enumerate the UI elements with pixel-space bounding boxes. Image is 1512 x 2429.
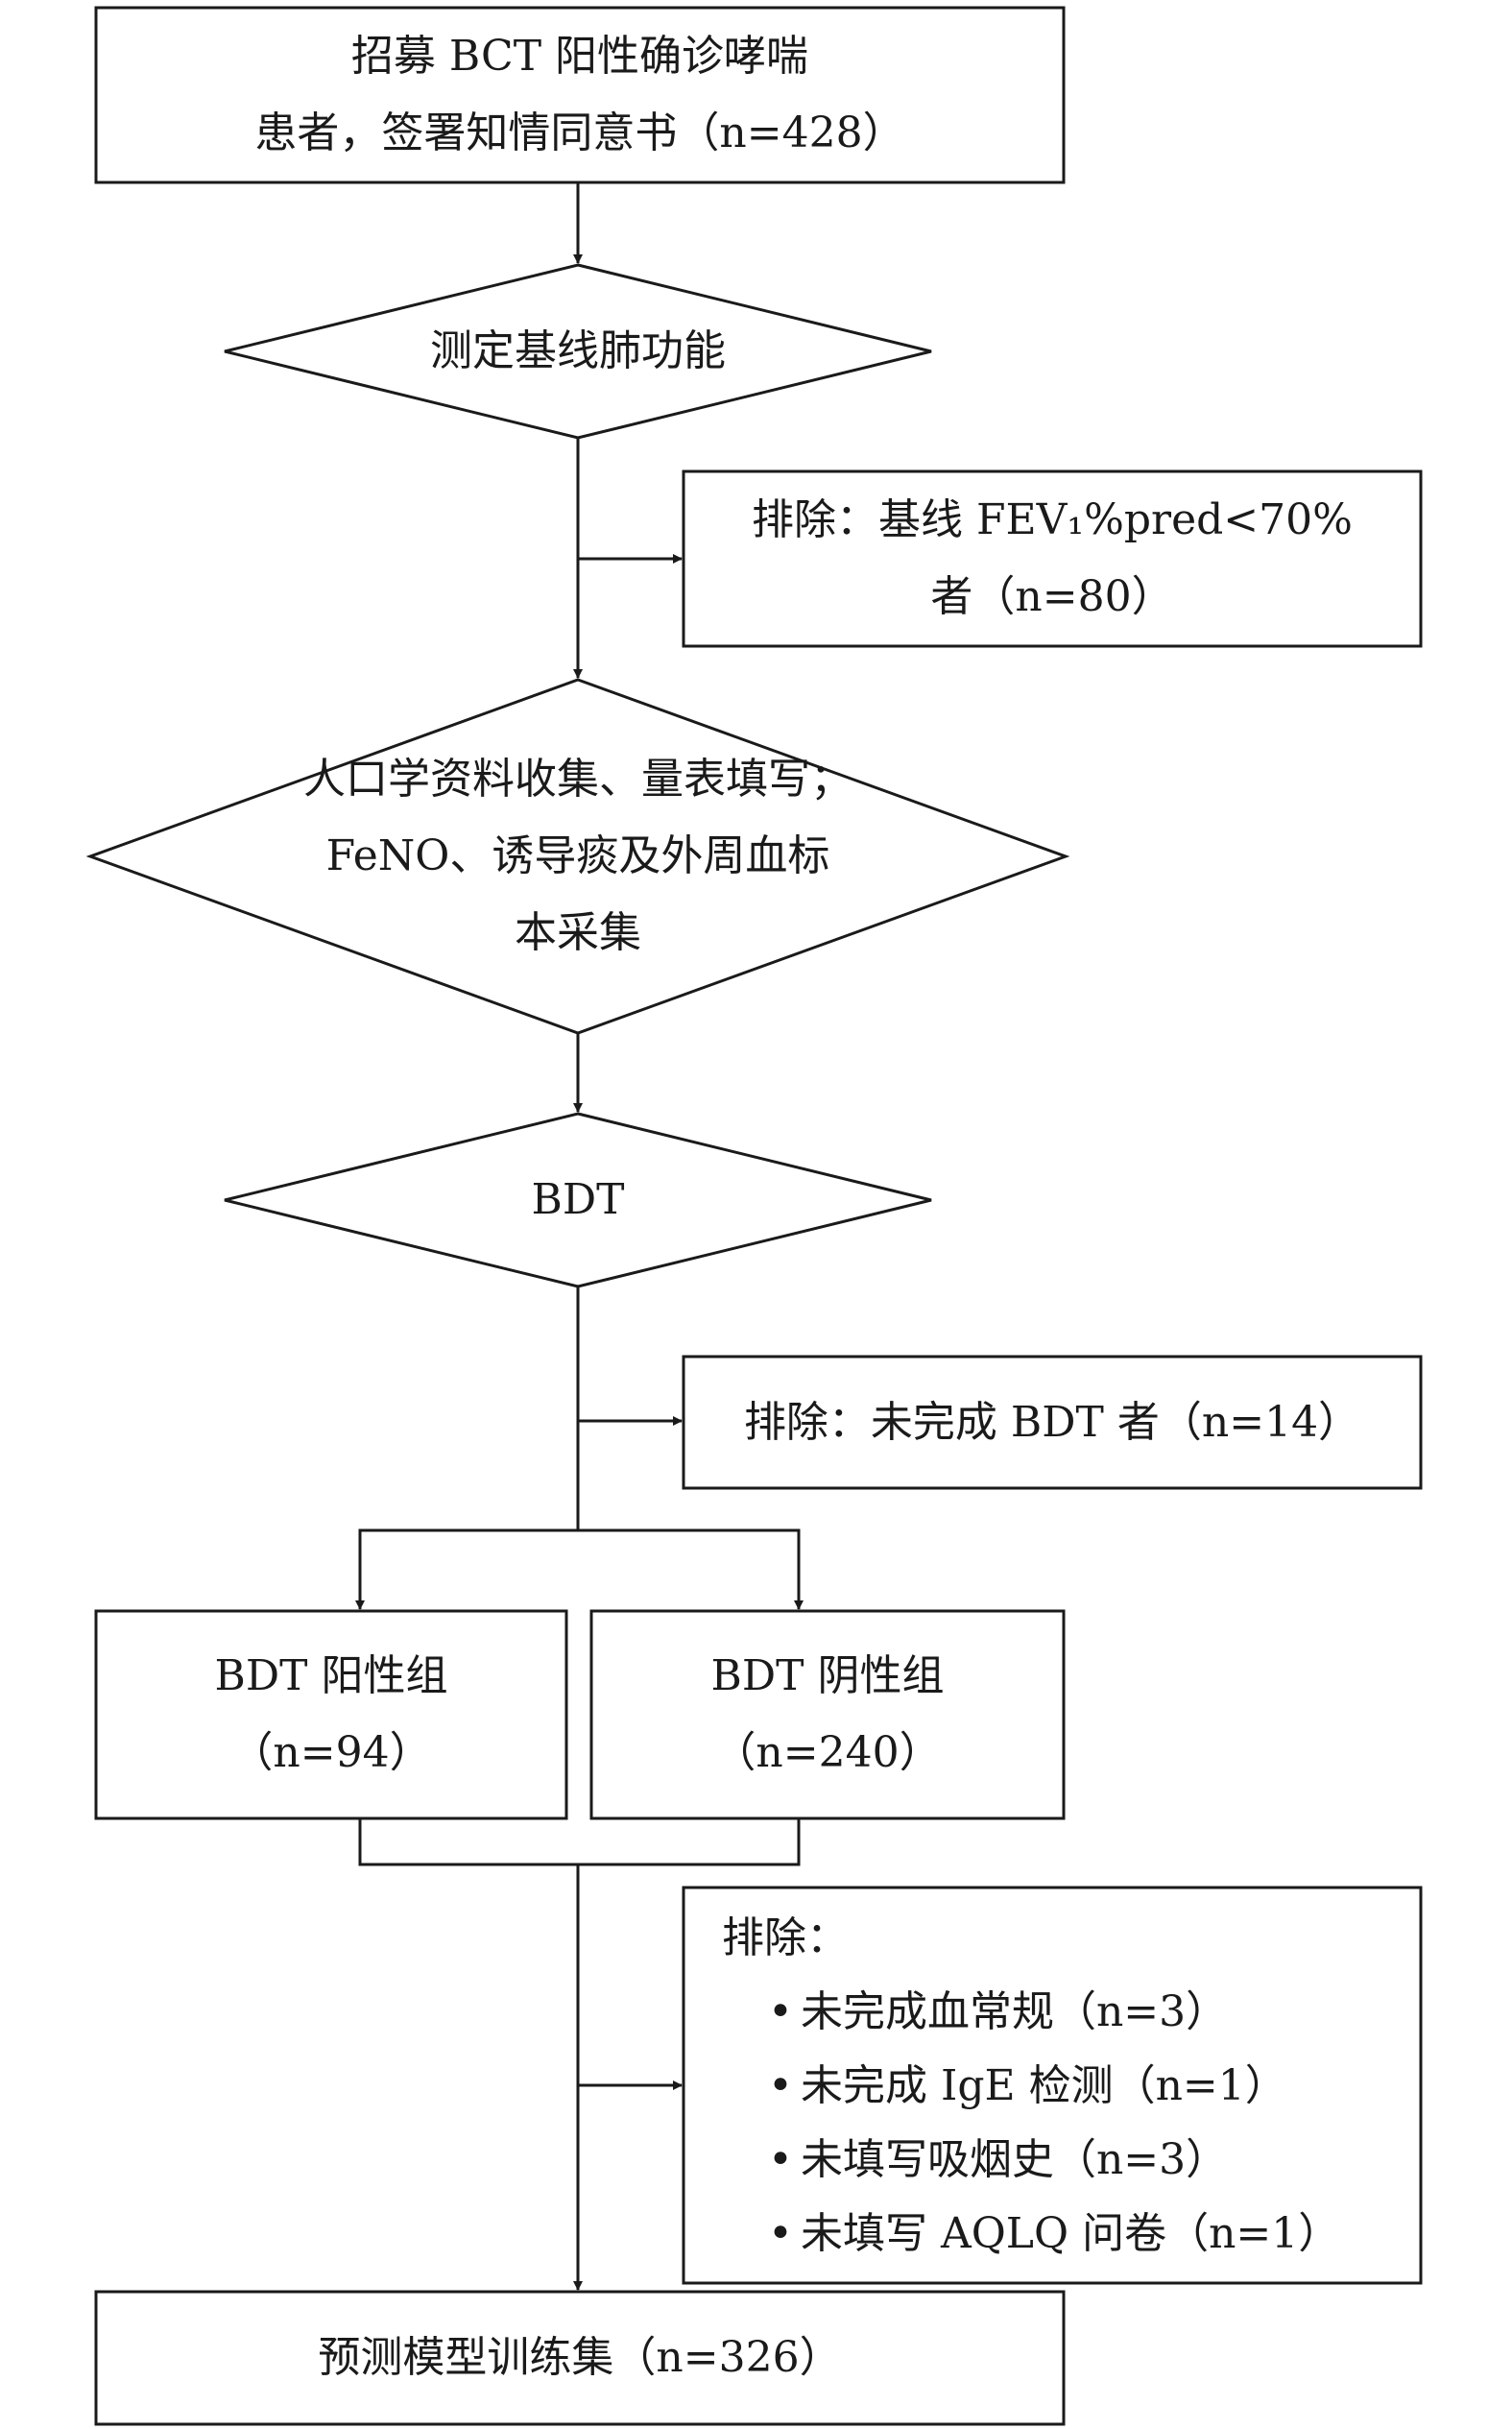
- bdt-label: BDT: [531, 1175, 625, 1224]
- baseline-text: 测定基线肺功能: [225, 265, 931, 438]
- exclude3-item: 未填写吸烟史（n=3）: [768, 2123, 1228, 2197]
- exclude2-line1: 排除：未完成 BDT 者（n=14）: [743, 1397, 1361, 1447]
- training-box: [94, 2290, 1066, 2426]
- exclude3-item: 未完成血常规（n=3）: [768, 1975, 1228, 2049]
- exclude1-line1: 排除：基线 FEV₁%pred<70%: [752, 495, 1353, 544]
- exclude1-line2: 者（n=80）: [930, 572, 1174, 621]
- exclude1-box: [682, 469, 1423, 648]
- positive-box: [94, 1609, 568, 1820]
- exclude3-item: 未填写 AQLQ 问卷（n=1）: [768, 2197, 1340, 2271]
- training-label: 预测模型训练集（n=326）: [318, 2333, 842, 2382]
- baseline-label: 测定基线肺功能: [430, 326, 726, 375]
- recruit-line2: 患者，签署知情同意书（n=428）: [254, 108, 905, 157]
- collect-line2: FeNO、诱导痰及外周血标: [325, 831, 830, 880]
- exclude3-item: 未完成 IgE 检测（n=1）: [768, 2049, 1287, 2123]
- negative-text: BDT 阴性组 （n=240）: [591, 1611, 1064, 1818]
- exclude2-box: [682, 1355, 1423, 1490]
- training-text: 预测模型训练集（n=326）: [96, 2292, 1064, 2424]
- exclude3-text: 排除： 未完成血常规（n=3） 未完成 IgE 检测（n=1） 未填写吸烟史（n…: [722, 1888, 1413, 2283]
- recruit-box: [94, 6, 1066, 184]
- bdt-text: BDT: [225, 1114, 931, 1287]
- negative-box: [589, 1609, 1066, 1820]
- exclude1-text: 排除：基线 FEV₁%pred<70% 者（n=80）: [684, 471, 1421, 646]
- exclude3-title: 排除：: [722, 1912, 849, 1962]
- connector-split: [358, 1528, 804, 1610]
- positive-text: BDT 阳性组 （n=94）: [96, 1611, 566, 1818]
- collect-text: 人口学资料收集、量表填写； FeNO、诱导痰及外周血标 本采集: [192, 741, 964, 972]
- negative-line2: （n=240）: [713, 1728, 942, 1777]
- positive-line2: （n=94）: [230, 1728, 432, 1777]
- exclude2-text: 排除：未完成 BDT 者（n=14）: [684, 1357, 1421, 1488]
- exclude3-box: [682, 1886, 1423, 2285]
- recruit-line1: 招募 BCT 阳性确诊哮喘: [350, 32, 809, 81]
- collect-line1: 人口学资料收集、量表填写；: [303, 755, 852, 804]
- collect-line3: 本采集: [515, 908, 641, 957]
- negative-line1: BDT 阴性组: [710, 1651, 945, 1700]
- recruit-text: 招募 BCT 阳性确诊哮喘 患者，签署知情同意书（n=428）: [96, 8, 1064, 182]
- connector-merge: [358, 1818, 801, 1866]
- positive-line1: BDT 阳性组: [214, 1651, 448, 1700]
